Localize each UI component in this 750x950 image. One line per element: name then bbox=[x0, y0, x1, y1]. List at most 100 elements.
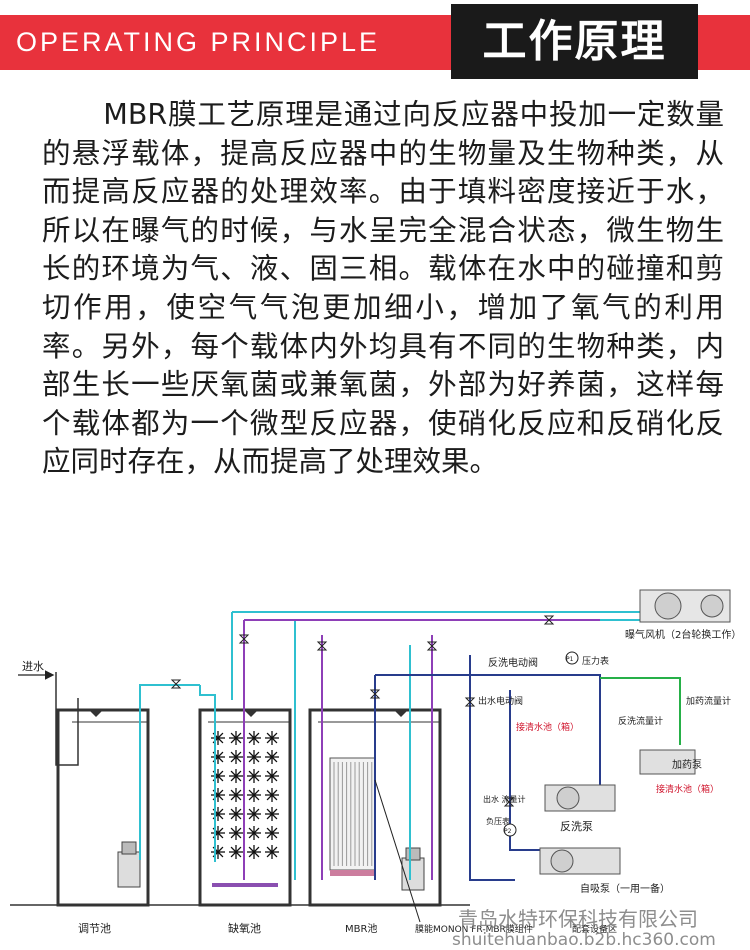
carrier-media-spoke bbox=[230, 789, 237, 796]
self-priming-pump-label: 自吸泵（一用一备） bbox=[580, 882, 670, 895]
carrier-media-spoke bbox=[248, 813, 255, 820]
carrier-media-spoke bbox=[230, 775, 237, 782]
carrier-media-spoke bbox=[253, 851, 260, 858]
carrier-media-spoke bbox=[230, 770, 237, 777]
outlet-flowmeter-label: 出水 流量计 bbox=[483, 794, 526, 804]
carrier-media-spoke bbox=[235, 751, 242, 758]
watermark-company: 青岛水特环保科技有限公司 bbox=[458, 907, 698, 931]
carrier-media-spoke bbox=[248, 751, 255, 758]
carrier-media-spoke bbox=[217, 732, 224, 739]
negative-pressure-label: 负压表 bbox=[486, 816, 510, 826]
carrier-media-spoke bbox=[266, 737, 273, 744]
carrier-media-spoke bbox=[266, 851, 273, 858]
carrier-media-spoke bbox=[217, 756, 224, 763]
carrier-media-spoke bbox=[217, 751, 224, 758]
carrier-media-spoke bbox=[217, 794, 224, 801]
carrier-media-spoke bbox=[253, 813, 260, 820]
carrier-media-spoke bbox=[253, 737, 260, 744]
equalization-tank bbox=[55, 672, 150, 907]
carrier-media-spoke bbox=[248, 775, 255, 782]
intro-paragraph: MBR膜工艺原理是通过向反应器中投加一定数量的悬浮载体，提高反应器中的生物量及生… bbox=[42, 98, 724, 479]
carrier-media-spoke bbox=[235, 789, 242, 796]
carrier-media-spoke bbox=[217, 770, 224, 777]
membrane-module-label: 膜能MONON FR-MBR膜组件 bbox=[415, 923, 533, 935]
carrier-media-spoke bbox=[248, 737, 255, 744]
carrier-media-spoke bbox=[235, 813, 242, 820]
carrier-media-spoke bbox=[235, 827, 242, 834]
carrier-media-spoke bbox=[235, 832, 242, 839]
carrier-media-spoke bbox=[271, 808, 278, 815]
anoxic-tank-label: 缺氧池 bbox=[228, 921, 261, 935]
carrier-media-spoke bbox=[230, 846, 237, 853]
carrier-media-spoke bbox=[253, 775, 260, 782]
equalization-tank-label: 调节池 bbox=[78, 922, 111, 935]
carrier-media-spoke bbox=[248, 846, 255, 853]
svg-text:P1: P1 bbox=[566, 656, 574, 663]
carrier-media-spoke bbox=[271, 813, 278, 820]
carrier-media-spoke bbox=[266, 770, 273, 777]
carrier-media-spoke bbox=[266, 827, 273, 834]
carrier-media-spoke bbox=[248, 808, 255, 815]
carrier-media-spoke bbox=[248, 770, 255, 777]
carrier-media-spoke bbox=[248, 732, 255, 739]
carrier-media-spoke bbox=[230, 732, 237, 739]
carrier-media-spoke bbox=[266, 813, 273, 820]
carrier-media-spoke bbox=[230, 832, 237, 839]
carrier-media-spoke bbox=[235, 851, 242, 858]
backwash-pump-label: 反洗泵 bbox=[560, 820, 593, 833]
carrier-media-spoke bbox=[253, 846, 260, 853]
carrier-media-spoke bbox=[217, 846, 224, 853]
carrier-media-spoke bbox=[248, 789, 255, 796]
carrier-media-spoke bbox=[253, 789, 260, 796]
carrier-media-spoke bbox=[253, 732, 260, 739]
carrier-media-spoke bbox=[271, 794, 278, 801]
header-title-cn: 工作原理 bbox=[482, 16, 667, 67]
watermark-url: shuitehuanbao.b2b.hc360.com bbox=[452, 930, 716, 950]
carrier-media-spoke bbox=[217, 851, 224, 858]
carrier-media-spoke bbox=[217, 827, 224, 834]
carrier-media-spoke bbox=[271, 775, 278, 782]
carrier-media-spoke bbox=[266, 732, 273, 739]
carrier-media-spoke bbox=[271, 832, 278, 839]
carrier-media-spoke bbox=[230, 851, 237, 858]
carrier-media-spoke bbox=[235, 732, 242, 739]
carrier-media-spoke bbox=[217, 832, 224, 839]
carrier-media-spoke bbox=[271, 756, 278, 763]
carrier-media-spoke bbox=[266, 775, 273, 782]
carrier-media-spoke bbox=[248, 794, 255, 801]
carrier-media-spoke bbox=[271, 770, 278, 777]
carrier-media-spoke bbox=[271, 851, 278, 858]
carrier-media-spoke bbox=[253, 827, 260, 834]
carrier-media-spoke bbox=[230, 794, 237, 801]
dosing-pump-label: 加药泵 bbox=[672, 759, 702, 771]
carrier-media-spoke bbox=[235, 756, 242, 763]
carrier-media-spoke bbox=[253, 832, 260, 839]
outlet-valve-label: 出水电动阀 bbox=[478, 695, 523, 707]
carrier-media-spoke bbox=[266, 789, 273, 796]
backwash-flowmeter-label: 反洗流量计 bbox=[618, 715, 663, 727]
carrier-media-spoke bbox=[253, 756, 260, 763]
carrier-media-spoke bbox=[271, 846, 278, 853]
inlet-label: 进水 bbox=[22, 660, 44, 673]
header-title-box: 工作原理 bbox=[451, 4, 698, 79]
carrier-media-spoke bbox=[266, 751, 273, 758]
carrier-media-spoke bbox=[248, 832, 255, 839]
carrier-media-spoke bbox=[217, 737, 224, 744]
carrier-media-spoke bbox=[230, 827, 237, 834]
mbr-process-diagram: 进水 bbox=[10, 589, 741, 950]
pressure-gauge-label: 压力表 bbox=[582, 655, 609, 667]
carrier-media-spoke bbox=[230, 737, 237, 744]
carrier-media-spoke bbox=[266, 794, 273, 801]
carrier-media-spoke bbox=[217, 808, 224, 815]
svg-text:P2: P2 bbox=[504, 828, 512, 835]
clean-tank-label-2: 接清水池（箱） bbox=[656, 783, 719, 795]
equipment-area-label: 配套设备区 bbox=[572, 923, 617, 935]
carrier-media-spoke bbox=[253, 794, 260, 801]
carrier-media-spoke bbox=[235, 794, 242, 801]
carrier-media-spoke bbox=[235, 808, 242, 815]
carrier-media-spoke bbox=[248, 827, 255, 834]
header-banner: OPERATING PRINCIPLE 工作原理 bbox=[0, 0, 750, 86]
carrier-media-spoke bbox=[248, 756, 255, 763]
carrier-media-spoke bbox=[235, 770, 242, 777]
carrier-media-spoke bbox=[271, 751, 278, 758]
